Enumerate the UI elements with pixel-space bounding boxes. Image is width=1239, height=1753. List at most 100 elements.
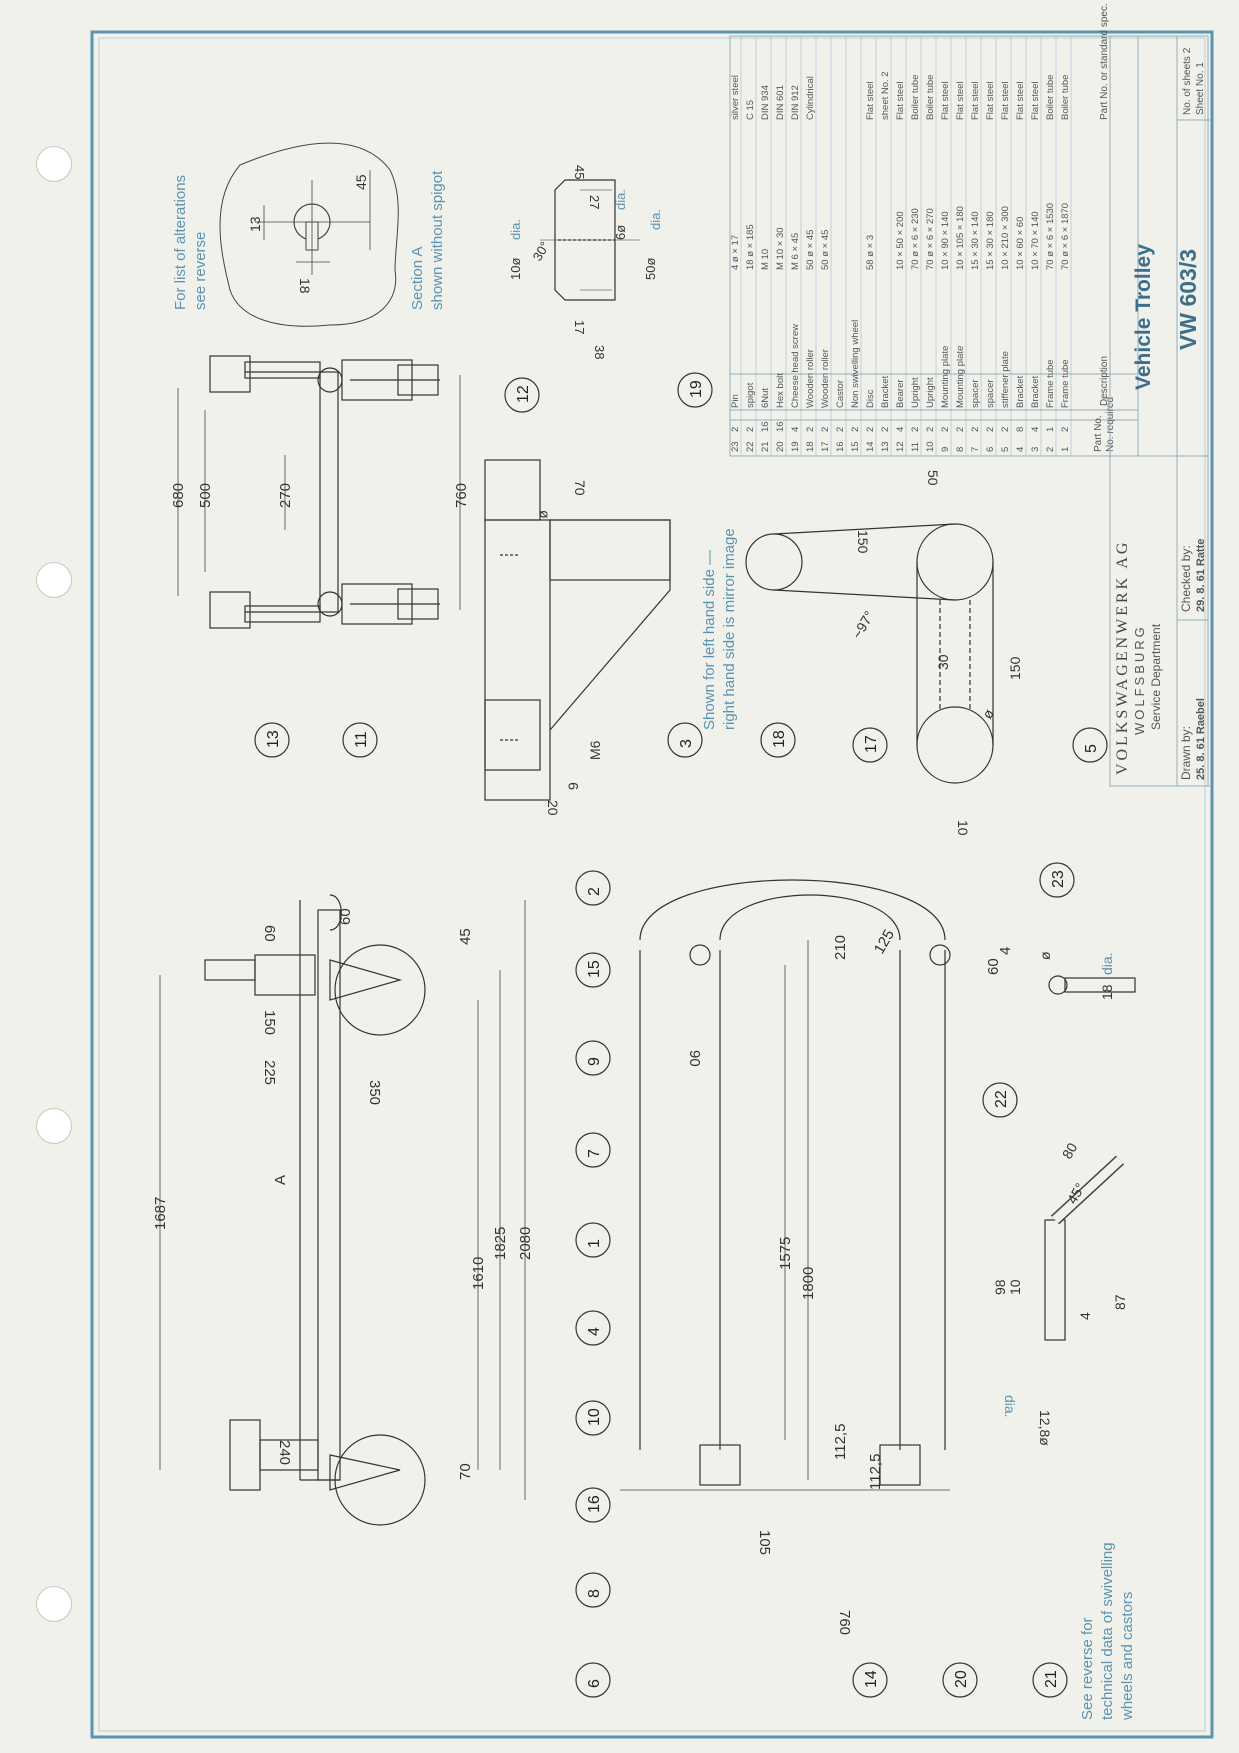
balloon-label: 9	[586, 1057, 603, 1066]
svg-text:20: 20	[545, 800, 561, 816]
detail-18-17	[745, 523, 994, 784]
parts-cell-spec: DIN 912	[790, 85, 801, 120]
parts-cell-qty: 16	[775, 421, 786, 432]
parts-cell-spec: DIN 601	[775, 85, 786, 120]
parts-cell-dims: 15 × 30 × 180	[985, 211, 996, 270]
note-technical-1: See reverse for	[1079, 1617, 1096, 1720]
balloon-label: 13	[265, 730, 282, 748]
parts-cell-dims: 10 × 70 × 140	[1030, 211, 1041, 270]
svg-text:A: A	[272, 1175, 289, 1185]
parts-cell-qty: 8	[1015, 427, 1026, 432]
balloon-circle	[575, 1487, 611, 1523]
parts-cell-spec: DIN 934	[760, 85, 771, 120]
parts-cell-part: 20	[775, 441, 786, 452]
balloon-label: 4	[586, 1327, 603, 1336]
parts-cell-qty: 4	[895, 427, 906, 432]
parts-cell-desc: Upright	[925, 377, 936, 408]
parts-cell-part: 9	[940, 447, 951, 452]
parts-cell-dims: 70 ø × 6 × 230	[910, 208, 921, 270]
svg-text:98: 98	[992, 1279, 1008, 1295]
svg-text:80: 80	[1059, 1140, 1081, 1162]
svg-text:70: 70	[457, 1463, 474, 1480]
balloon-label: 20	[953, 1670, 970, 1688]
parts-header-spec: Part No. or standard spec.	[1099, 3, 1110, 120]
balloon-circle	[575, 952, 611, 988]
parts-cell-desc: Wooden roller	[820, 349, 831, 408]
parts-cell-desc: stiffener plate	[1000, 351, 1011, 408]
parts-cell-desc: Bearer	[895, 379, 906, 408]
svg-text:50ø: 50ø	[643, 258, 658, 280]
balloon-circle	[942, 1662, 978, 1698]
balloon-circle	[1032, 1662, 1068, 1698]
balloon-label: 23	[1050, 870, 1067, 888]
company-name: VOLKSWAGENWERK AG	[1114, 540, 1131, 775]
balloon-label: 5	[1083, 744, 1100, 753]
sheets-count: No. of sheets 2	[1182, 47, 1193, 115]
parts-cell-part: 6	[985, 447, 996, 452]
drawing-border	[90, 30, 1214, 1739]
checked-by-value: 29. 8. 61 Ratte	[1195, 539, 1207, 612]
balloon-label: 14	[863, 1670, 880, 1688]
note-left-hand-1: Shown for left hand side —	[701, 550, 718, 730]
side-view-dims: 1687 225 150 60 60 45 350 240 70 1610 18…	[152, 908, 534, 1480]
parts-cell-dims: 10 × 210 × 300	[1000, 206, 1011, 270]
detail-22-23	[1044, 975, 1136, 1341]
svg-text:10: 10	[955, 820, 971, 836]
parts-cell-part: 3	[1030, 447, 1041, 452]
parts-cell-qty: 16	[760, 421, 771, 432]
parts-cell-desc: spigot	[745, 382, 756, 408]
parts-cell-part: 18	[805, 441, 816, 452]
parts-cell-dims: 18 ø × 185	[745, 224, 756, 270]
detail-19	[540, 179, 640, 301]
svg-text:45: 45	[353, 174, 369, 190]
parts-cell-part: 21	[760, 441, 771, 452]
svg-text:350: 350	[366, 1080, 383, 1105]
parts-cell-desc: Bracket	[1015, 375, 1026, 408]
svg-text:225: 225	[261, 1060, 278, 1085]
parts-cell-desc: 6Nut	[760, 388, 771, 408]
svg-text:87: 87	[1112, 1294, 1128, 1310]
drawing-number: VW 603/3	[1175, 249, 1201, 350]
detail-3	[484, 459, 671, 801]
parts-cell-part: 12	[895, 441, 906, 452]
parts-cell-part: 19	[790, 441, 801, 452]
parts-cell-spec: Flat steel	[940, 81, 951, 120]
parts-cell-desc: Castor	[835, 380, 846, 408]
svg-text:4: 4	[997, 947, 1014, 955]
parts-header-description: Description	[1099, 356, 1110, 406]
note-technical-3: wheels and castors	[1119, 1592, 1136, 1721]
sheet-number: Sheet No. 1	[1195, 62, 1206, 115]
detail-19-dims: 10ø dia. 30° 6ø dia. 50ø dia. 17 27 38 4…	[508, 165, 663, 359]
svg-text:150: 150	[1007, 656, 1023, 680]
balloon-label: 16	[586, 1495, 603, 1513]
svg-text:30: 30	[935, 654, 951, 670]
end-view-dim-lines	[177, 375, 461, 610]
note-section-a-1: Section A	[409, 247, 426, 310]
parts-cell-desc: Upright	[910, 377, 921, 408]
parts-cell-dims: 50 ø × 45	[805, 230, 816, 270]
parts-cell-desc: Mounting plate	[940, 346, 951, 408]
balloon-circle	[575, 1040, 611, 1076]
balloon-circle	[342, 722, 378, 758]
svg-text:1610: 1610	[470, 1257, 487, 1290]
parts-cell-qty: 2	[955, 427, 966, 432]
parts-cell-qty: 2	[910, 427, 921, 432]
plan-view	[639, 879, 951, 1486]
drawn-by-label: Drawn by:	[1179, 726, 1193, 780]
parts-cell-spec: Boiler tube	[1060, 75, 1071, 120]
plan-view-dims: 1575 1800 210 125 60 4 90 112,5 112,5 76…	[686, 927, 1014, 1635]
parts-cell-desc: Cheese head screw	[790, 324, 801, 408]
balloon-label: 21	[1043, 1670, 1060, 1688]
parts-cell-spec: Flat steel	[1030, 81, 1041, 120]
parts-cell-desc: spacer	[985, 379, 996, 408]
note-section-a-2: shown without spigot	[429, 170, 446, 310]
parts-cell-part: 11	[910, 442, 921, 452]
svg-text:210: 210	[832, 935, 849, 960]
parts-cell-dims: 70 ø × 6 × 1530	[1045, 203, 1056, 270]
parts-cell-qty: 2	[940, 427, 951, 432]
svg-text:dia.: dia.	[1002, 1395, 1018, 1418]
svg-text:6ø: 6ø	[613, 225, 628, 240]
balloon-circle	[575, 1222, 611, 1258]
parts-cell-qty: 2	[1060, 427, 1071, 432]
